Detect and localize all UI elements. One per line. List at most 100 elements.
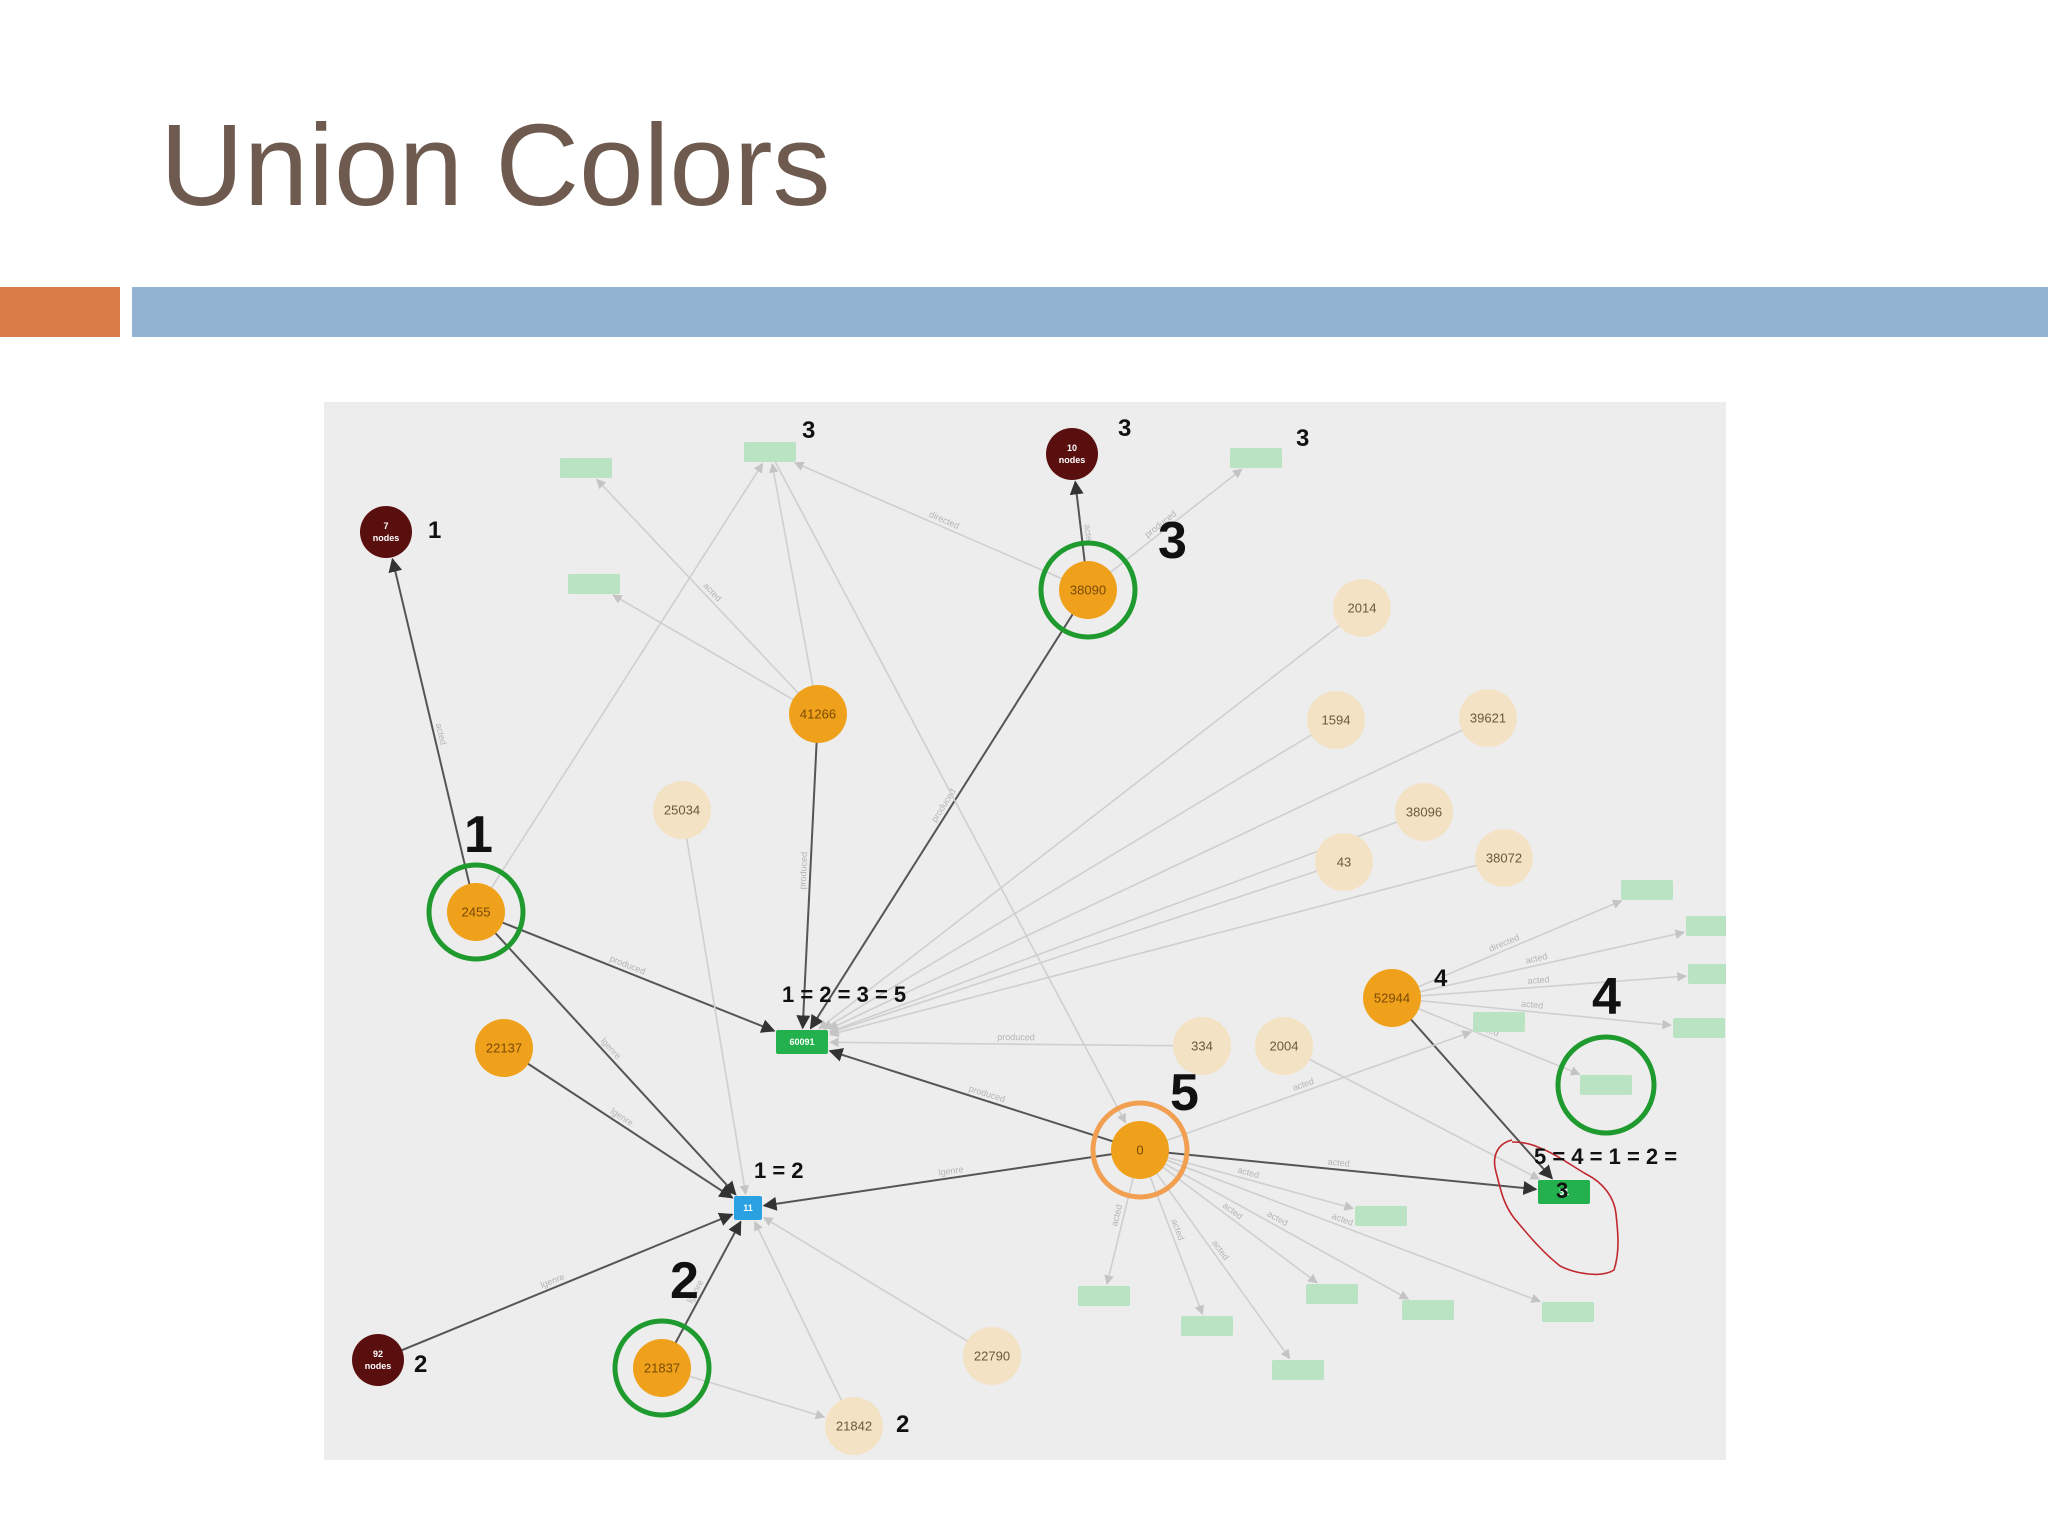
edge-n2455-r60091 (475, 911, 776, 1033)
edge-label: acted (1265, 1209, 1289, 1228)
graph-node-r60091[interactable]: 60091 (776, 1030, 828, 1054)
graph-node-n39621[interactable]: 39621 (1459, 689, 1517, 747)
annotation-eq-60091: 1 = 2 = 3 = 5 (782, 982, 906, 1007)
edge-nd92-r11 (377, 1212, 734, 1361)
node-label: 21842 (836, 1419, 872, 1434)
node-label: 38096 (1406, 805, 1442, 820)
annotation-small-1-dark7: 1 (428, 517, 441, 544)
graph-node-r11[interactable]: 11 (734, 1196, 762, 1220)
node-circle (475, 1019, 533, 1077)
graph-node-r31[interactable]: 31 (1538, 1180, 1590, 1204)
graph-node-p9[interactable] (1580, 1075, 1632, 1095)
node-rect (1621, 880, 1673, 900)
graph-node-n2014[interactable]: 2014 (1333, 579, 1391, 637)
node-circle (1111, 1121, 1169, 1179)
graph-node-p12[interactable] (1272, 1360, 1324, 1380)
edge-n41266-p1 (769, 463, 819, 715)
node-rect (744, 442, 796, 462)
graph-node-p6[interactable] (1686, 916, 1726, 936)
graph-node-n2004[interactable]: 2004 (1255, 1017, 1313, 1075)
edge-n52944-p6 (1391, 929, 1685, 999)
node-label: 0 (1136, 1143, 1143, 1158)
edge-label: acted (1291, 1076, 1315, 1093)
graph-node-p16[interactable] (1542, 1302, 1594, 1322)
node-circle (633, 1339, 691, 1397)
annotation-big-3: 3 (1158, 512, 1187, 570)
graph-node-p17[interactable] (1473, 1012, 1525, 1032)
graph-node-n38096[interactable]: 38096 (1395, 783, 1453, 841)
edge-label: acted (701, 580, 723, 603)
graph-node-n1594[interactable]: 1594 (1307, 691, 1365, 749)
graph-node-n25034[interactable]: 25034 (653, 781, 711, 839)
graph-node-p2[interactable] (560, 458, 612, 478)
graph-node-p7[interactable] (1688, 964, 1726, 984)
node-label: 41266 (800, 707, 836, 722)
highlight-ring-n38090 (1038, 540, 1138, 640)
slide-title: Union Colors (160, 100, 831, 230)
node-label: 22790 (974, 1349, 1010, 1364)
edge-n1594-r60091 (822, 719, 1337, 1030)
edge-layer: actedproducedlgenreproducedactedproduced… (377, 451, 1687, 1427)
graph-node-p8[interactable] (1673, 1018, 1725, 1038)
edge-n0-p17 (1139, 1030, 1473, 1151)
node-label: 39621 (1470, 711, 1506, 726)
edge-n22137-r11 (503, 1047, 734, 1199)
graph-node-n22137[interactable]: 22137 (475, 1019, 533, 1077)
edge-label: acted (1527, 974, 1550, 986)
graph-node-p11[interactable] (1181, 1316, 1233, 1336)
graph-node-p3[interactable] (568, 574, 620, 594)
graph-node-n0[interactable]: 0 (1111, 1121, 1169, 1179)
graph-node-p14[interactable] (1355, 1206, 1407, 1226)
edge-n41266-r60091 (796, 713, 819, 1030)
graph-node-n22790[interactable]: 22790 (963, 1327, 1021, 1385)
node-label: 2455 (462, 905, 491, 920)
edge-n38090-r60091 (809, 589, 1089, 1030)
graph-node-n334[interactable]: 334 (1173, 1017, 1231, 1075)
graph-node-nd10[interactable]: 10 nodes (1046, 428, 1098, 480)
graph-node-p5[interactable] (1621, 880, 1673, 900)
node-circle (1333, 579, 1391, 637)
graph-node-n21842[interactable]: 21842 (825, 1397, 883, 1455)
graph-node-n2455[interactable]: 2455 (447, 883, 505, 941)
node-rect (1673, 1018, 1725, 1038)
graph-node-p15[interactable] (1402, 1300, 1454, 1320)
node-label: 10 (1067, 443, 1077, 453)
highlight-ring-n0 (1090, 1100, 1190, 1200)
graph-node-n38090[interactable]: 38090 (1059, 561, 1117, 619)
graph-node-p4[interactable] (1230, 448, 1282, 468)
edge-n52944-p7 (1391, 971, 1687, 999)
annotation-small-4-52944: 4 (1434, 965, 1448, 992)
annotation-small-3-right: 3 (1296, 425, 1309, 452)
node-circle (789, 685, 847, 743)
node-label: nodes (1059, 455, 1086, 465)
graph-node-p1[interactable] (744, 442, 796, 462)
graph-node-n38072[interactable]: 38072 (1475, 829, 1533, 887)
node-circle (1046, 428, 1098, 480)
edge-n39621-r60091 (828, 717, 1489, 1030)
graph-node-p13[interactable] (1306, 1284, 1358, 1304)
edge-n52944-p8 (1391, 997, 1672, 1030)
annotation-eq-11: 1 = 2 (754, 1158, 804, 1183)
graph-node-n43[interactable]: 43 (1315, 833, 1373, 891)
edge-label: acted (1210, 1238, 1231, 1262)
edge-n21842-r11 (753, 1220, 855, 1427)
node-label: 11 (743, 1203, 753, 1213)
graph-node-n41266[interactable]: 41266 (789, 685, 847, 743)
graph-node-n21837[interactable]: 21837 (633, 1339, 691, 1397)
graph-diagram: actedproducedlgenreproducedactedproduced… (352, 415, 1726, 1455)
node-rect (734, 1196, 762, 1220)
node-circle (1459, 689, 1517, 747)
node-rect (1181, 1316, 1233, 1336)
graph-node-p10[interactable] (1078, 1286, 1130, 1306)
graph-node-n52944[interactable]: 52944 (1363, 969, 1421, 1027)
annotation-small-2-dark92: 2 (414, 1351, 427, 1378)
edge-n0-r60091 (828, 1048, 1141, 1151)
node-label: 21837 (644, 1361, 680, 1376)
annotation-big-5: 5 (1170, 1064, 1199, 1122)
edge-n334-r60091 (829, 1037, 1203, 1048)
edge-n38072-r60091 (829, 857, 1505, 1038)
